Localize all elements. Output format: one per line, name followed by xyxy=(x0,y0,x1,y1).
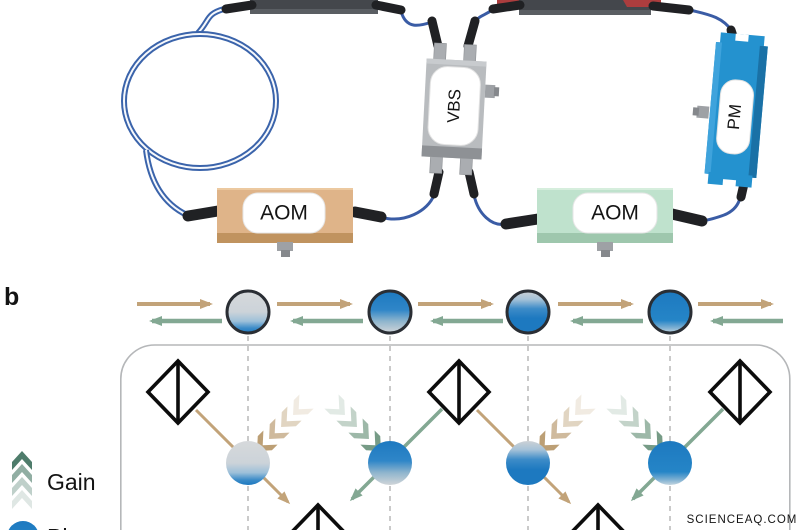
phase-sphere xyxy=(368,441,412,485)
vbs-label: VBS xyxy=(444,89,465,124)
beamsplitter-diamond xyxy=(426,358,492,426)
aom-left-bottom-connector xyxy=(277,242,293,257)
aom-right-module: AOM xyxy=(537,188,673,257)
gain-legend-icon xyxy=(12,451,32,509)
lattice-box xyxy=(120,344,791,530)
pulse-phase-spheres-top-row xyxy=(225,289,693,335)
vbs-side-connector xyxy=(484,84,500,99)
beamsplitter-diamond xyxy=(291,502,345,530)
phase-sphere xyxy=(225,289,271,335)
vbs-module: VBS xyxy=(421,42,500,176)
beamsplitter-diamond xyxy=(707,358,773,426)
aom-right-bottom-connector xyxy=(597,242,613,257)
watermark: SCIENCEAQ.COM xyxy=(687,514,798,526)
phase-legend-label: Phase xyxy=(47,524,112,530)
pm-label: PM xyxy=(724,103,745,130)
top-right-module xyxy=(497,0,661,15)
phase-sphere xyxy=(506,441,550,485)
legend: Gain Phase xyxy=(8,451,112,530)
fiber-boots xyxy=(182,0,751,230)
pm-module: PM xyxy=(692,32,768,188)
phase-sphere xyxy=(505,289,551,335)
gain-legend-label: Gain xyxy=(47,469,96,495)
aom-right-label: AOM xyxy=(591,202,639,225)
top-left-module xyxy=(250,0,378,14)
aom-left-label: AOM xyxy=(260,202,308,225)
phase-legend-icon xyxy=(8,521,38,530)
aom-left-module: AOM xyxy=(217,188,353,257)
phase-sphere xyxy=(648,441,692,485)
beamsplitter-diamond xyxy=(571,502,625,530)
phase-sphere xyxy=(367,289,413,335)
phase-sphere xyxy=(226,441,270,485)
fiber-coil xyxy=(121,6,279,218)
panel-b-label: b xyxy=(4,283,19,311)
pulse-phase-spheres-lattice xyxy=(226,441,692,485)
phase-sphere xyxy=(647,289,693,335)
pm-side-connector xyxy=(692,105,710,119)
time-slot-dashed-lines xyxy=(247,336,671,530)
beamsplitter-diamonds xyxy=(145,358,773,530)
beamsplitter-diamond xyxy=(145,358,211,426)
